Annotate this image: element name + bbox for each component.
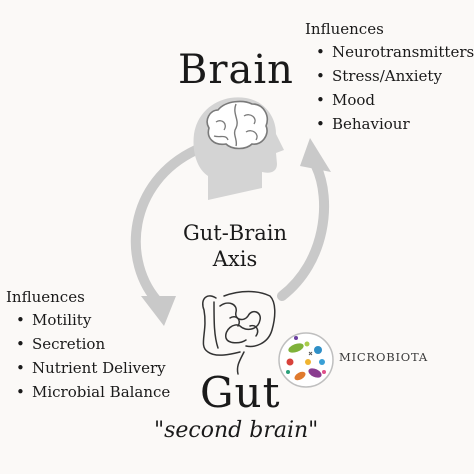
list-item: Secretion bbox=[12, 332, 170, 356]
gut-influences-title: Influences bbox=[6, 288, 85, 306]
microbiota-icon bbox=[278, 332, 334, 388]
microbiota-label: MICROBIOTA bbox=[339, 350, 428, 364]
list-item: Neurotransmitters bbox=[312, 40, 474, 64]
gut-subtitle: "second brain" bbox=[154, 418, 319, 443]
axis-label-line2: Axis bbox=[212, 247, 258, 271]
brain-influences-title: Influences bbox=[305, 20, 384, 38]
axis-label-line1: Gut-Brain bbox=[182, 221, 288, 245]
axis-label: Gut-Brain Axis bbox=[165, 220, 305, 272]
head-brain-icon bbox=[193, 97, 284, 200]
list-item: Microbial Balance bbox=[12, 380, 170, 404]
brain-influences-list: Neurotransmitters Stress/Anxiety Mood Be… bbox=[312, 40, 474, 136]
list-item: Stress/Anxiety bbox=[312, 64, 474, 88]
list-item: Behaviour bbox=[312, 112, 474, 136]
intestine-icon bbox=[202, 290, 276, 375]
gut-influences-list: Motility Secretion Nutrient Delivery Mic… bbox=[12, 308, 170, 404]
gut-title: Gut bbox=[200, 368, 281, 417]
list-item: Motility bbox=[12, 308, 170, 332]
arrow-gut-to-brain bbox=[277, 138, 331, 301]
list-item: Mood bbox=[312, 88, 474, 112]
brain-title: Brain bbox=[178, 47, 294, 93]
list-item: Nutrient Delivery bbox=[12, 356, 170, 380]
